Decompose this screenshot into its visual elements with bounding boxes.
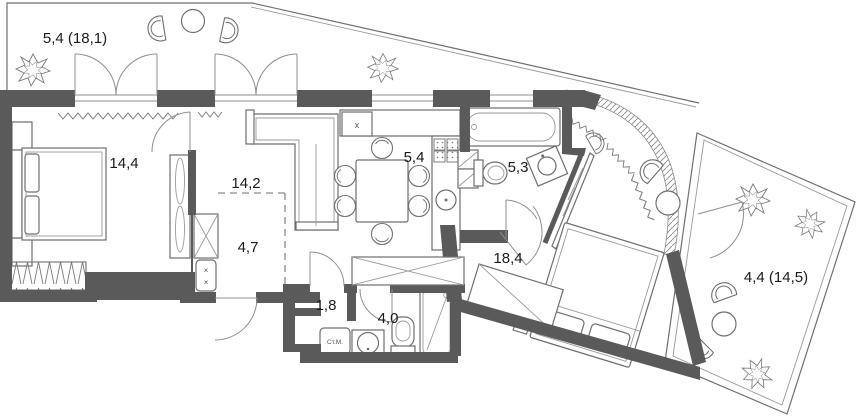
label-bedroom-left: 14,4	[109, 155, 138, 172]
door-terrace-right	[697, 201, 745, 259]
label-hall: 4,7	[238, 239, 259, 256]
door-french-living	[214, 53, 298, 96]
corner-sofa	[251, 113, 339, 231]
door-hall-small	[309, 251, 345, 287]
sink-drain	[444, 198, 448, 202]
dining-chair	[370, 136, 394, 160]
pillow	[24, 195, 40, 235]
shower-line	[426, 295, 448, 351]
toilet-tank	[473, 159, 484, 187]
toilet-bowl	[482, 161, 508, 185]
door-bathroom-small	[359, 288, 393, 323]
room-bathroom	[457, 107, 595, 250]
vent-box	[341, 111, 373, 137]
shaft-mark: ×	[204, 278, 209, 287]
dining-chair	[407, 164, 431, 188]
toilet-tank	[390, 345, 416, 354]
wardrobe	[466, 263, 564, 331]
toilet-bowl-inner	[395, 320, 411, 342]
pillow	[24, 153, 40, 193]
room-labels: 5,4 (18,1) 14,4 14,2 4,7 5,4 5,3 1,8 4,0…	[43, 30, 808, 327]
nightstand	[11, 121, 33, 151]
label-bathroom: 5,3	[508, 159, 529, 176]
dining-chair	[407, 194, 431, 218]
plant-icon	[790, 204, 830, 244]
terrace-right-table	[711, 311, 737, 337]
sofa-armrest	[295, 221, 339, 231]
shaft-mark: ×	[204, 266, 209, 275]
radiator-zigzag	[628, 173, 655, 223]
stove-burner	[433, 138, 446, 151]
dining-chair	[333, 164, 357, 188]
label-living: 14,2	[231, 175, 260, 192]
terrace-top	[6, 2, 700, 108]
radiator-zigzag	[57, 112, 179, 120]
terrace-top-boundary	[6, 2, 700, 104]
stove-burner	[446, 138, 459, 151]
terrace-top-chair-right	[219, 16, 241, 46]
wardrobe-door-leaf	[175, 157, 185, 205]
door-bedroom-right	[499, 205, 543, 266]
label-bedroom-right: 18,4	[493, 250, 522, 267]
door-entry	[214, 297, 258, 341]
terrace-top-boundary-inner	[250, 6, 697, 108]
mirror-line	[562, 187, 576, 217]
door-french-bedroom-left	[74, 53, 158, 96]
bed-headboard	[11, 149, 23, 239]
mirror-console	[551, 152, 595, 250]
wardrobe-column	[169, 154, 191, 259]
shaft-line	[458, 151, 478, 168]
radiator-zigzag	[197, 111, 223, 118]
bed-mattress	[25, 151, 103, 237]
doors	[74, 53, 745, 341]
plant-icon	[735, 183, 771, 217]
wardrobe-hatched	[9, 261, 87, 291]
label-kitchen: 5,4	[404, 149, 425, 166]
sofa-armrest	[245, 109, 255, 145]
terrace-right-chair-1	[707, 278, 738, 304]
walls	[0, 90, 706, 380]
room-hall: × ×	[193, 192, 286, 298]
door-bedroom-left	[151, 111, 191, 153]
dining-chair	[333, 194, 357, 218]
terrace-top-table	[180, 8, 206, 34]
washbasin	[525, 145, 569, 187]
closet-cross	[193, 213, 219, 259]
door-bathroom	[505, 199, 538, 238]
shaft-box	[195, 259, 217, 292]
label-hall-small: 1,8	[316, 297, 337, 314]
vent-mark: x	[355, 120, 360, 130]
toilet-bowl-inner	[487, 165, 505, 181]
plant-icon	[367, 53, 399, 83]
radiator-zigzag	[603, 142, 636, 177]
dining-table	[355, 159, 409, 223]
room-bathroom-small: Ст.М.	[319, 286, 454, 358]
kitchen-sink	[435, 189, 457, 211]
bathtub-tap	[471, 124, 477, 130]
stove-burner	[433, 150, 446, 163]
dining-chair	[370, 222, 394, 246]
plant-icon	[736, 353, 778, 395]
lounge-chair	[585, 128, 609, 155]
washing-machine-label: Ст.М.	[327, 339, 343, 346]
mirror-line	[567, 167, 584, 201]
label-bathroom-small: 4,0	[378, 310, 399, 327]
plant-icon	[15, 53, 51, 87]
label-terrace-top: 5,4 (18,1)	[43, 30, 107, 47]
stove-burner	[446, 150, 459, 163]
room-bedroom-left	[9, 121, 191, 291]
side-table	[655, 190, 681, 216]
basin-drain	[366, 347, 370, 351]
room-living	[245, 109, 339, 231]
terrace-top-chair-left	[145, 15, 167, 44]
wardrobe-door-leaf	[175, 205, 185, 253]
label-terrace-right: 4,4 (14,5)	[744, 269, 808, 286]
